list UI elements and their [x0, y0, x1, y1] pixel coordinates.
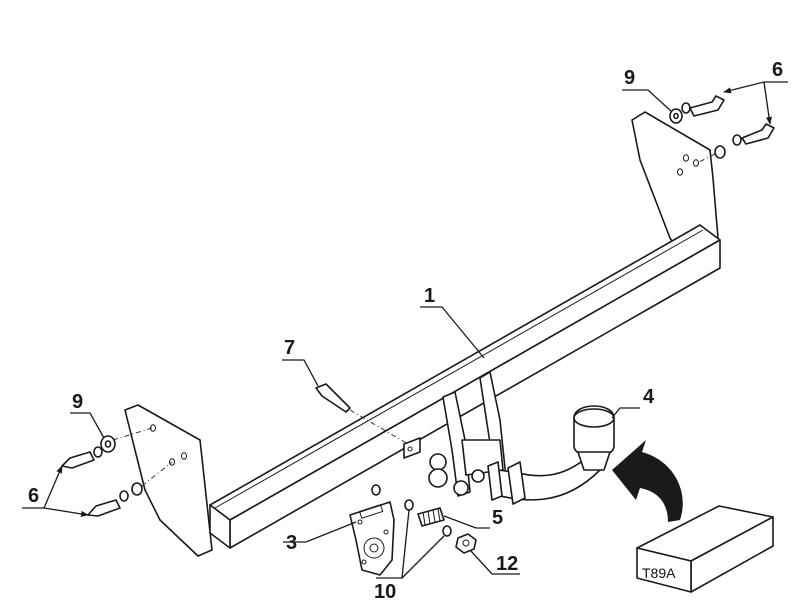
main-cross-beam [209, 224, 721, 549]
label-part-9-left: 9 [72, 391, 83, 413]
bolt-part-7 [315, 383, 409, 445]
plate-bolts [428, 453, 485, 496]
label-part-6-left: 6 [28, 485, 39, 507]
leader-lines [22, 81, 788, 579]
label-part-12: 12 [496, 553, 518, 575]
label-part-6-right: 6 [772, 59, 783, 81]
towball [573, 405, 615, 471]
label-part-4: 4 [643, 386, 655, 408]
curved-direction-arrow [612, 440, 683, 522]
washer-parts [371, 484, 452, 537]
electric-bracket-small [403, 437, 421, 459]
socket-plate [349, 501, 395, 576]
label-part-7: 7 [284, 337, 295, 359]
label-part-1: 1 [424, 285, 435, 307]
left-fasteners [61, 427, 173, 517]
nut-part [455, 533, 477, 554]
label-part-10: 10 [374, 581, 396, 603]
left-mounting-bracket [124, 404, 213, 557]
right-fasteners [669, 95, 775, 164]
label-part-3: 3 [286, 532, 297, 554]
label-part-9-right: 9 [624, 67, 635, 89]
part-box-t89a: T89A [636, 505, 774, 593]
towball-neck [487, 454, 601, 505]
box-label: T89A [642, 565, 676, 581]
spring-bolt [417, 507, 445, 527]
label-part-5: 5 [492, 507, 503, 529]
